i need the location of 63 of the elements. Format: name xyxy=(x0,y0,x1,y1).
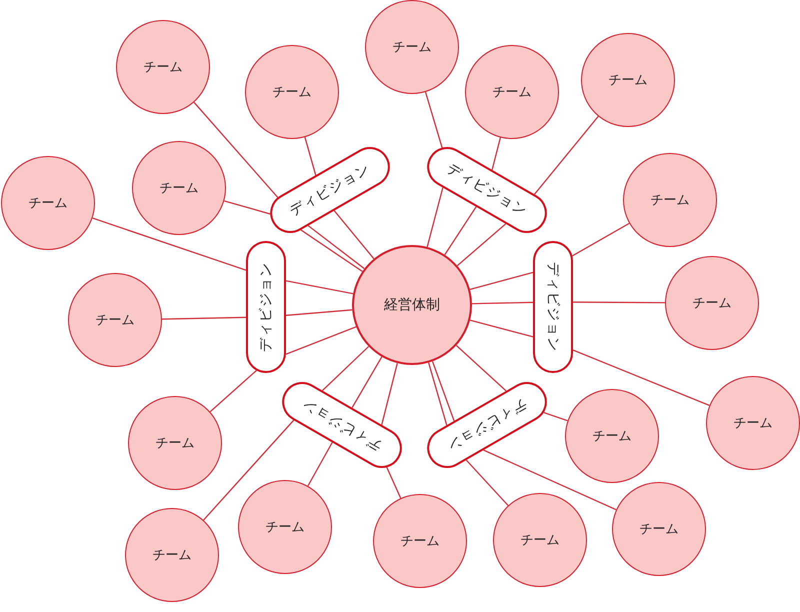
connector-line xyxy=(162,316,246,320)
team-label: チーム xyxy=(608,72,648,89)
connector-line xyxy=(572,350,710,406)
connector-line xyxy=(224,200,270,215)
management-label: 経営体制 xyxy=(384,296,440,314)
team-label: チーム xyxy=(156,435,194,452)
connector-line xyxy=(572,222,630,256)
team-label: チーム xyxy=(734,415,772,432)
connector-line xyxy=(300,229,363,272)
connector-line xyxy=(308,225,365,270)
division-label: ディビジョン xyxy=(257,262,275,352)
connector-line xyxy=(444,206,477,256)
connector-line xyxy=(428,362,448,426)
division-label: ディビジョン xyxy=(444,160,530,220)
connector-line xyxy=(456,223,506,266)
division-label: ディビジョン xyxy=(444,394,530,456)
team-label: チーム xyxy=(392,39,432,56)
connector-line xyxy=(194,102,278,198)
connector-line xyxy=(573,302,665,304)
connector-line xyxy=(386,467,402,498)
division-label: ディビジョン xyxy=(286,160,374,220)
team-label: チーム xyxy=(692,295,732,312)
connector-line xyxy=(426,187,444,248)
team-label: チーム xyxy=(160,180,198,197)
division-pill xyxy=(246,241,286,373)
team-label: チーム xyxy=(492,84,532,101)
connector-line xyxy=(322,346,370,392)
connector-line xyxy=(304,137,316,176)
connector-line xyxy=(470,320,534,338)
team-label: チーム xyxy=(266,519,304,536)
connector-line xyxy=(456,344,506,392)
connector-line xyxy=(352,356,382,408)
connector-line xyxy=(210,370,257,412)
connector-line xyxy=(334,210,374,260)
division-label: ディビジョン xyxy=(298,394,386,456)
connector-line xyxy=(286,280,354,294)
team-label: チーム xyxy=(96,312,134,329)
team-label: チーム xyxy=(592,428,632,445)
connector-line xyxy=(424,92,443,148)
connector-line xyxy=(492,137,501,170)
connector-line xyxy=(203,420,294,520)
division-pill xyxy=(533,241,573,373)
team-label: チーム xyxy=(650,192,690,209)
connector-line xyxy=(307,442,333,486)
team-label: チーム xyxy=(152,547,192,564)
division-label: ディビジョン xyxy=(544,262,562,352)
connector-line xyxy=(534,116,599,195)
team-label: チーム xyxy=(520,532,560,549)
connector-line xyxy=(470,272,534,290)
connector-line xyxy=(483,450,616,510)
team-label: チーム xyxy=(28,195,68,212)
team-label: チーム xyxy=(640,521,678,538)
connector-line xyxy=(544,412,568,422)
connector-line xyxy=(381,363,398,425)
connector-line xyxy=(432,361,455,422)
team-label: チーム xyxy=(272,84,312,101)
connector-line xyxy=(286,326,356,355)
team-label: チーム xyxy=(400,533,440,550)
connector-line xyxy=(472,302,534,304)
connector-line xyxy=(466,460,509,506)
team-label: チーム xyxy=(144,59,182,76)
connector-line xyxy=(286,309,352,316)
connector-line xyxy=(92,218,246,271)
